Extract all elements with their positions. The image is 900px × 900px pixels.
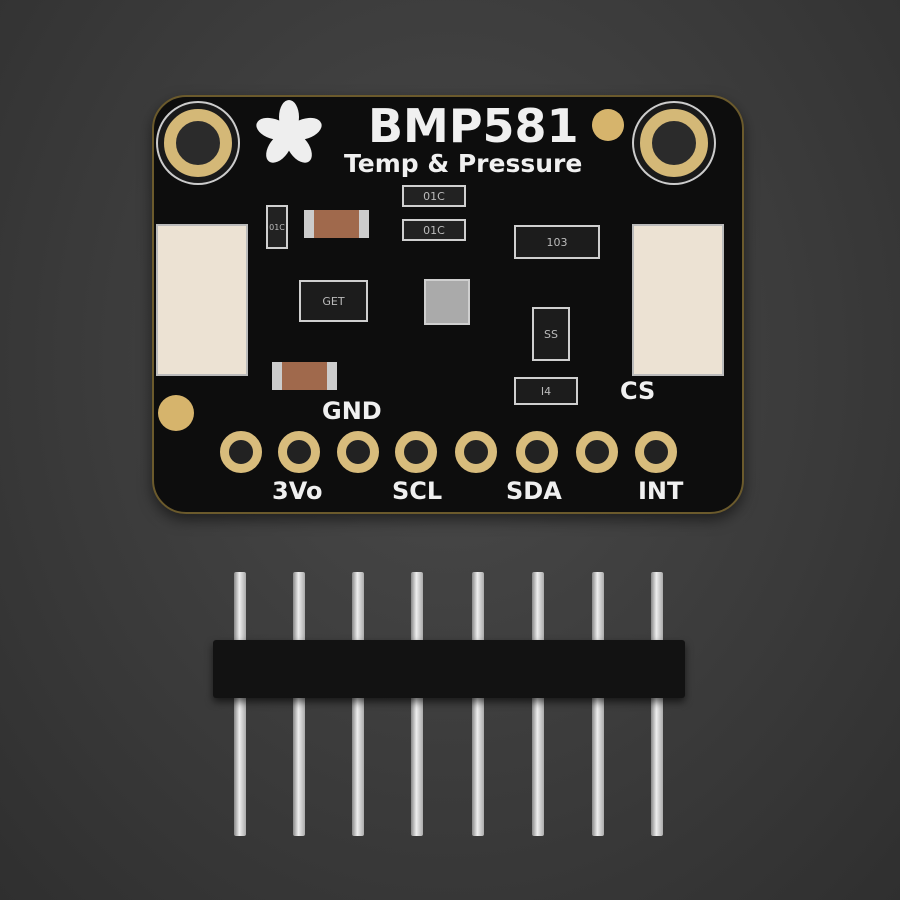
pin-label-cs: CS <box>620 377 656 405</box>
fiducial-top <box>592 109 624 141</box>
capacitor <box>304 210 369 238</box>
pin-pad <box>278 431 320 473</box>
mosfet-chip: SS <box>532 307 570 361</box>
diode: I4 <box>514 377 578 405</box>
pin-pad <box>635 431 677 473</box>
adafruit-flower-logo <box>256 100 322 163</box>
pin-pad <box>576 431 618 473</box>
mounting-hole-right <box>640 109 708 177</box>
sensor-board: BMP581 Temp & Pressure GET 103 01C 01C 0… <box>152 95 744 514</box>
mounting-hole-left <box>164 109 232 177</box>
header-pin <box>592 572 604 836</box>
resistor: 01C <box>402 185 466 207</box>
header-pin <box>472 572 484 836</box>
header-pin <box>293 572 305 836</box>
stemma-connector-right <box>632 224 724 376</box>
pin-label-sda: SDA <box>506 477 562 505</box>
pin-label-gnd: GND <box>322 397 382 425</box>
header-pin <box>234 572 246 836</box>
pin-pad <box>395 431 437 473</box>
pin-pad <box>455 431 497 473</box>
header-pin <box>532 572 544 836</box>
pin-pad <box>337 431 379 473</box>
pin-label-int: INT <box>638 477 684 505</box>
header-pin <box>411 572 423 836</box>
regulator-chip: GET <box>299 280 368 322</box>
header-pin <box>651 572 663 836</box>
capacitor <box>272 362 337 390</box>
pin-pad <box>220 431 262 473</box>
pin-pad <box>516 431 558 473</box>
header-pin <box>352 572 364 836</box>
resistor-network: 103 <box>514 225 600 259</box>
bmp581-sensor <box>424 279 470 325</box>
pin-label-scl: SCL <box>392 477 443 505</box>
pin-header-plastic <box>213 640 685 698</box>
stemma-connector-left <box>156 224 248 376</box>
resistor: 01C <box>266 205 288 249</box>
board-subtitle: Temp & Pressure <box>344 149 583 178</box>
pin-label-3vo: 3Vo <box>272 477 323 505</box>
fiducial-bottom <box>158 395 194 431</box>
resistor: 01C <box>402 219 466 241</box>
board-title: BMP581 <box>368 99 579 153</box>
